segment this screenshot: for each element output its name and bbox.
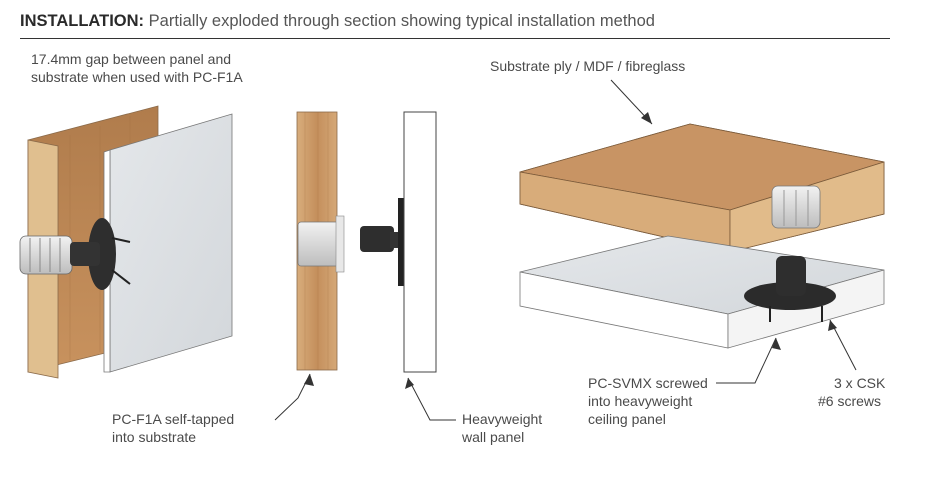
right-pcf1a-insert [771,185,821,229]
header-subtitle: Partially exploded through section showi… [148,12,655,30]
label-svmx-line2: into heavyweight [588,393,693,409]
label-svmx-line3: ceiling panel [588,411,666,427]
right-substrate-board [519,123,885,253]
leader-pcsvmx [716,337,777,384]
label-csk-line1: 3 x CSK [834,375,886,391]
leader-pcf1a [274,373,311,421]
leader-arrowheads [304,112,837,389]
label-csk-line2: #6 screws [818,393,882,409]
header-rule [20,38,890,39]
section-pcf1a-insert [297,215,345,273]
label-svmx-line1: PC-SVMX screwed [588,375,708,391]
label-pcf1a-line2: into substrate [112,429,197,445]
section-wall-panel [403,111,437,373]
label-wall-line1: Heavyweight [462,411,543,427]
label-wall-line2: wall panel [462,429,525,445]
diagram-header: INSTALLATION: Partially exploded through… [20,12,655,31]
label-pcf1a-line1: PC-F1A self-tapped [112,411,235,427]
header-title: INSTALLATION: [20,12,145,30]
label-gap-line2: substrate when used with PC-F1A [31,69,243,85]
label-gap-line1: 17.4mm gap between panel and [31,51,232,67]
right-pcsvmx-fixing [744,256,836,322]
left-pcsvmx-fixing [70,218,131,290]
label-substrate: Substrate ply / MDF / fibreglass [490,58,686,74]
left-pcf1a-insert [19,235,73,275]
left-wall-panel [103,113,233,373]
leader-wall-panel [407,377,456,421]
